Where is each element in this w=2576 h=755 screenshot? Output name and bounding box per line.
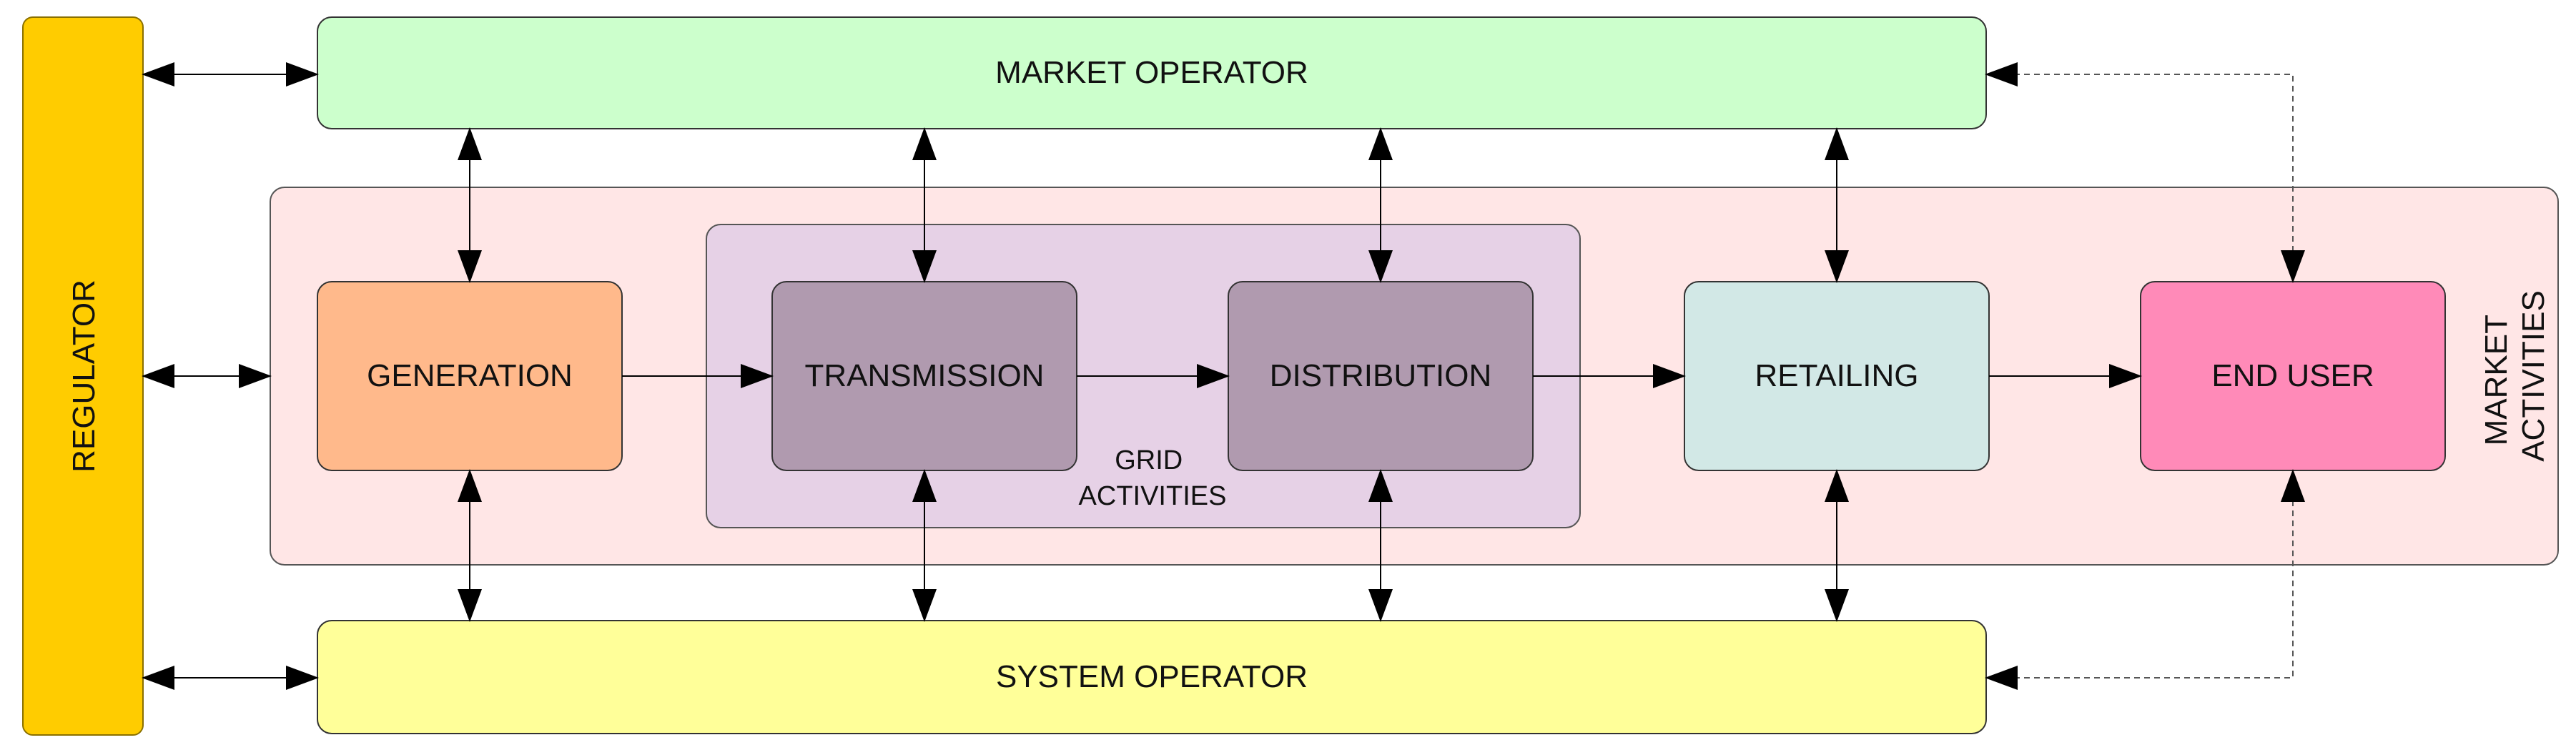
market-activities-label: MARKET ACTIVITIES [2479, 290, 2551, 462]
regulator-label: REGULATOR [66, 280, 102, 473]
end-user-label: END USER [2211, 358, 2374, 393]
retailing-label: RETAILING [1755, 358, 1918, 393]
transmission-label: TRANSMISSION [805, 358, 1045, 393]
grid-activities-label: GRID ACTIVITIES [1079, 445, 1227, 511]
distribution-label: DISTRIBUTION [1270, 358, 1491, 393]
market-operator-label: MARKET OPERATOR [995, 55, 1308, 90]
system-operator-label: SYSTEM OPERATOR [996, 659, 1308, 694]
dashed-arrow-enduser-market-operator [1985, 62, 2305, 283]
dashed-arrow-enduser-system-operator [1985, 469, 2305, 690]
generation-label: GENERATION [367, 358, 573, 393]
